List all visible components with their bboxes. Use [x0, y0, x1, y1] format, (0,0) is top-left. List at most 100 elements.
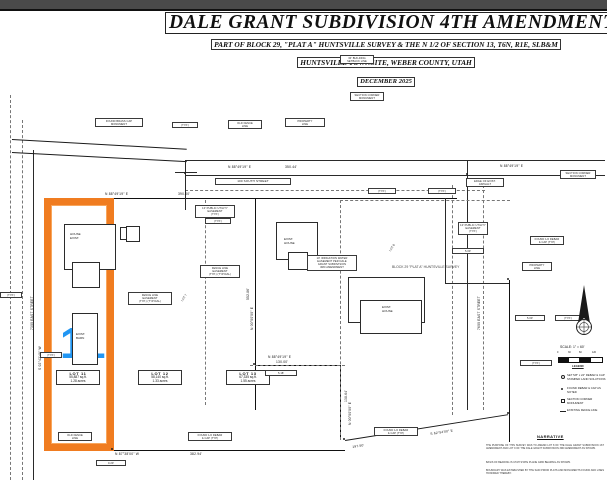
- page-top-rule: [0, 9, 607, 11]
- bearing-mid: N 88°49'19" E: [268, 355, 292, 359]
- monument-marker-5-icon: [343, 438, 346, 441]
- scale-bar: [558, 357, 603, 363]
- monument-marker-4-icon: [111, 448, 114, 451]
- scale-tick-0: 0: [557, 351, 559, 354]
- asphalt-edge-upper: [11, 139, 187, 150]
- callout-pue-left: 10' PUBLIC UTILITY EASEMENT (TYP.): [195, 205, 235, 218]
- callout-typ-mid: (TYP.): [205, 218, 231, 225]
- lot-13-name: LOT 13: [239, 370, 257, 376]
- callout-found-rebar-1: FOUND 1/2 REBAR & CAP (TYP): [188, 432, 232, 442]
- title-date: DECEMBER 2025: [357, 77, 415, 87]
- building-footprint-1b: [72, 262, 100, 288]
- bearing-street-dist: 350.44': [285, 165, 298, 169]
- bearing-mid-dist: 130.00': [276, 360, 289, 364]
- callout-fence-easement-1: FENCE LINE EASEMENT (TYP.) (TYPICAL): [200, 265, 240, 278]
- boundary-ne-horizontal: [445, 283, 509, 284]
- scale-tick-60: 60: [579, 351, 582, 354]
- lot-label-13: LOT 13 67,335 sq.ft. 1.55 acres: [226, 370, 270, 386]
- asphalt-edge-lower: [11, 152, 187, 162]
- lot-12-area-sqft: 58,140 sq.ft.: [151, 375, 169, 380]
- street-left-edge-east: [33, 150, 34, 480]
- callout-edge-left: (TYP.): [0, 292, 22, 299]
- callout-fence-easement-2: FENCE LINE EASEMENT (TYP.) (TYPICAL): [128, 292, 172, 305]
- callout-center-right: 5.00': [452, 248, 484, 255]
- lot-label-11: LOT 11 55,887 sq.ft. 1.28 acres: [56, 370, 100, 386]
- interior-thin-1: [185, 160, 186, 210]
- callout-prop-line-top: PROPERTY LINE: [285, 118, 325, 128]
- lot-11-area-acres: 1.28 acres: [70, 378, 86, 383]
- callout-old-fence: OLD FENCE LINE: [228, 120, 262, 130]
- callout-asphalt-edge: EDGE OF EXIST. ASPHALT: [466, 178, 504, 188]
- monument-marker-6-icon: [507, 278, 510, 281]
- highlighted-parcel-inner: [51, 205, 107, 444]
- diagonal-note-lot7: LOT 7: [180, 293, 188, 303]
- lot-13-area-acres: 1.55 acres: [240, 378, 256, 383]
- page-title: DALE GRANT SUBDIVISION 4TH AMENDMENT: [165, 12, 607, 34]
- street-100s-south-row: [185, 190, 485, 191]
- callout-typ-top: (TYP.): [172, 122, 198, 129]
- boundary-north: [105, 198, 445, 199]
- bearing-east-ns: N 00°00'00" E: [348, 401, 352, 425]
- lot-13-area-sqft: 67,335 sq.ft.: [239, 375, 257, 380]
- street-100s-centerline: [185, 175, 605, 176]
- bearing-se-dist: 197.50': [352, 443, 365, 449]
- building-label-4: EXIST. HOUSE: [284, 237, 295, 245]
- legend-item-2: SECTION CORNER MONUMENT: [567, 397, 593, 405]
- callout-top-mid-2: (TYP.): [428, 188, 456, 195]
- building-footprint-2: [72, 313, 98, 365]
- street-right-row-west: [452, 185, 453, 415]
- north-arrow-svg: [576, 285, 592, 335]
- callout-section-corner: SECTION CORNER MONUMENT: [350, 92, 384, 102]
- legend-item-0: SET 5/8" x 24" REBAR & CAP STAMPED LAND …: [567, 373, 606, 381]
- bearing-south-line: N 87°38'00" W: [115, 452, 140, 456]
- street-left-name: 7300 EAST STREET: [30, 296, 34, 330]
- page-top-band: [0, 0, 607, 9]
- scale-seg-4: [590, 357, 603, 363]
- highlighted-parcel-outline: [44, 198, 114, 451]
- boundary-south: [113, 450, 345, 451]
- street-left-centerline: [10, 95, 11, 480]
- interior-dashed-1: [205, 200, 206, 405]
- narrative-heading: NARRATIVE: [537, 434, 564, 439]
- bearing-south-dist: 382.94': [190, 452, 203, 456]
- boundary-lot11-east: [255, 198, 256, 410]
- bearing-north-parcel-dist: 390.00': [178, 192, 191, 196]
- monument-marker-1-icon: [184, 172, 187, 175]
- monument-marker-7-icon: [507, 412, 510, 415]
- boundary-east: [509, 280, 510, 442]
- scale-label: SCALE: 1" = 60': [560, 345, 585, 349]
- title-subtitle-2: HUNTSVILLE TOWNSITE, WEBER COUNTY, UTAH: [297, 57, 475, 68]
- narrative-paragraph-2: BASIS OF BEARING IS UTAH STATE PLANE GRI…: [486, 461, 571, 464]
- callout-bottom-note: 0.20': [96, 460, 126, 467]
- boundary-ne-vertical: [445, 198, 446, 283]
- street-100s-north-edge: [185, 160, 605, 161]
- bearing-street: N 88°49'19" E: [228, 165, 252, 169]
- building-label-2: EXIST. BARN: [76, 332, 86, 340]
- scale-tick-30: 30: [568, 351, 571, 354]
- dim-leader-mid: [250, 365, 345, 366]
- legend-item-3: EXISTING FENCE LINE: [567, 408, 598, 412]
- street-right-row-east: [483, 185, 484, 410]
- north-arrow: [566, 283, 602, 335]
- lot-12-area-acres: 1.33 acres: [152, 378, 168, 383]
- legend-symbol-set-rebar-icon: [561, 375, 566, 380]
- building-footprint-3b: [126, 226, 140, 242]
- callout-right-3: 5.00': [515, 315, 545, 322]
- easement-line-center: [340, 200, 341, 440]
- lot-11-area-sqft: 55,887 sq.ft.: [69, 375, 87, 380]
- callout-right-1: FOUND 1/2 REBAR & CAP (TYP): [530, 236, 564, 246]
- callout-far-right-top: SECTION CORNER MONUMENT: [560, 170, 596, 180]
- callout-right-2: PROPERTY LINE: [522, 262, 552, 272]
- building-label-5: EXIST. HOUSE: [382, 305, 393, 313]
- lot-label-12: LOT 12 58,140 sq.ft. 1.33 acres: [138, 370, 182, 386]
- legend-title: LEGEND: [572, 364, 584, 368]
- callout-top-right-note: 30' BUILDING SETBACK LINE: [340, 55, 374, 65]
- callout-right-4: (TYP.): [520, 360, 552, 367]
- street-right-name: 7600 EAST STREET: [477, 296, 481, 330]
- building-footprint-4b: [288, 252, 308, 270]
- callout-found-brass-cap: FOUND BRASS CAP MONUMENT: [95, 118, 143, 128]
- callout-small-left: (TYP.): [40, 352, 62, 359]
- bearing-interior-ns: N 00°00'00" E: [250, 306, 254, 330]
- narrative-paragraph-1: THE PURPOSE OF THIS SURVEY WAS TO AMEND …: [486, 444, 604, 451]
